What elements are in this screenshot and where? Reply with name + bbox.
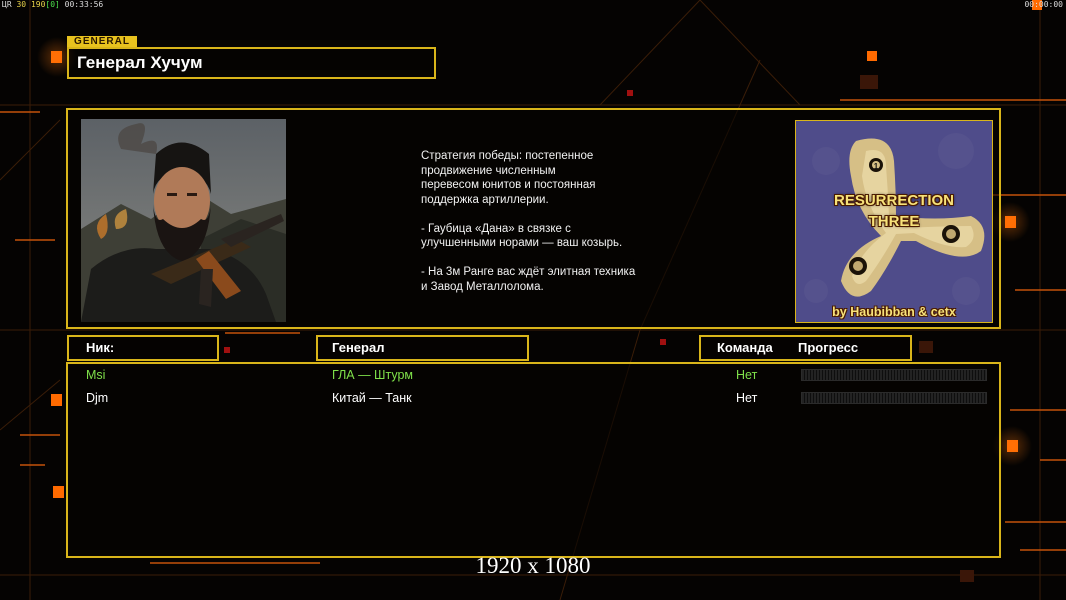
resolution-label: 1920 x 1080 xyxy=(475,553,591,578)
map-start-label: 1 xyxy=(874,162,879,171)
player-row: Msi ГЛА — Штурм Нет xyxy=(68,365,999,387)
map-name-line2: THREE xyxy=(868,213,920,230)
strategy-paragraph: - На 3м Ранге вас ждёт элитная техника и… xyxy=(421,266,636,293)
column-header-nick: Ник: xyxy=(67,335,219,361)
hud-value-c: [0] xyxy=(45,0,60,9)
player-progress-bar xyxy=(801,392,987,404)
strategy-paragraph: - Гаубица «Дана» в связке с улучшенными … xyxy=(421,222,623,250)
hud-prefix: ЦR xyxy=(2,0,12,9)
player-row: Djm Китай — Танк Нет xyxy=(68,388,999,410)
player-general: ГЛА — Штурм xyxy=(332,368,414,382)
strategy-paragraph: Стратегия победы: постепенное продвижени… xyxy=(421,150,596,206)
map-terrain: 1 xyxy=(796,121,992,322)
general-title-box: Генерал Хучум xyxy=(67,47,436,79)
hud-timer: 00:00:00 xyxy=(1024,0,1063,9)
column-header-general-label: Генерал xyxy=(332,340,385,355)
player-general: Китай — Танк xyxy=(332,391,412,405)
general-name: Генерал Хучум xyxy=(77,53,203,72)
general-portrait xyxy=(81,119,286,322)
general-tag: GENERAL xyxy=(67,36,137,47)
strategy-description: Стратегия победы: постепенное продвижени… xyxy=(421,149,691,309)
player-team: Нет xyxy=(736,391,758,405)
hud-value-a: 30 xyxy=(16,0,27,9)
player-team: Нет xyxy=(736,368,758,382)
map-name-line1: RESURRECTION xyxy=(833,192,954,209)
hud-elapsed-time: 00:33:56 xyxy=(64,0,104,9)
column-header-team-progress: Команда Прогресс xyxy=(699,335,912,361)
column-header-team-label: Команда xyxy=(717,340,773,355)
hud-value-b: 190 xyxy=(30,0,46,9)
map-author: by Haubibban & cetx xyxy=(832,305,956,319)
column-header-progress-label: Прогресс xyxy=(798,340,859,355)
column-header-nick-label: Ник: xyxy=(86,340,115,355)
general-portrait-image xyxy=(81,119,286,322)
players-list: Msi ГЛА — Штурм Нет Djm Китай — Танк Нет xyxy=(66,362,1001,558)
map-preview: 1 RESURRECTION THREE by Haubibban & cetx xyxy=(795,120,993,323)
general-info-panel: Стратегия победы: постепенное продвижени… xyxy=(66,108,1001,329)
player-nick: Djm xyxy=(86,391,109,405)
player-progress-bar xyxy=(801,369,987,381)
column-header-general: Генерал xyxy=(316,335,529,361)
player-nick: Msi xyxy=(86,368,106,382)
hud-stats: ЦR 30 190[0] 00:33:56 xyxy=(2,0,103,9)
